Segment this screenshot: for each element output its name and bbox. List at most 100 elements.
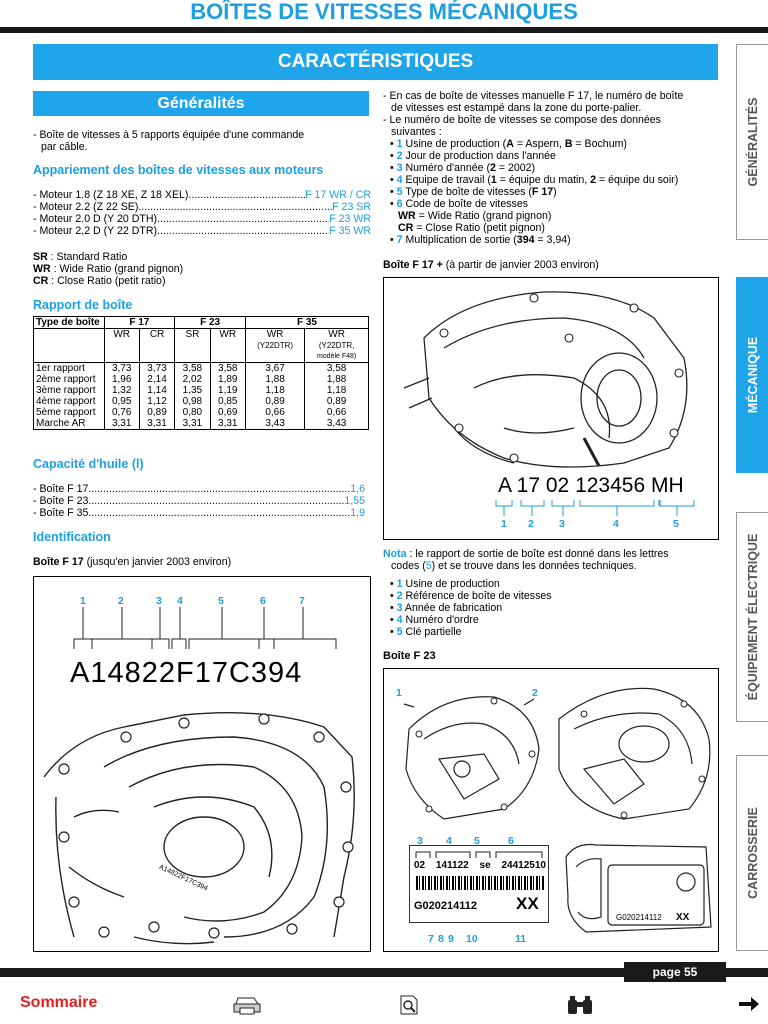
table-cell: 1,88 xyxy=(244,374,305,385)
nota-line: Nota : le rapport de sortie de boîte est… xyxy=(383,548,719,560)
item-bold: 1 xyxy=(490,174,497,186)
binoculars-icon[interactable] xyxy=(565,994,595,1019)
moteur-row: - Moteur 1.8 (Z 18 XE, Z 18 XEL) .......… xyxy=(33,189,371,201)
table-cell: 3,31 xyxy=(138,418,175,429)
generalites-heading-text: Généralités xyxy=(157,95,245,112)
table-cell: 0,80 xyxy=(174,407,211,418)
nota-items: • 1 Usine de production • 2 Référence de… xyxy=(390,578,552,638)
print-icon[interactable] xyxy=(232,994,262,1019)
table-cell: 0,66 xyxy=(244,407,305,418)
identification-heading: Identification xyxy=(33,530,111,544)
table-cell: 3,43 xyxy=(244,418,305,429)
f23-figure: 1 2 3 4 5 6 xyxy=(383,668,719,952)
table-cell: 0,69 xyxy=(209,407,246,418)
item-text: = 3,94) xyxy=(534,234,571,246)
f17-callout-number: 2 xyxy=(118,595,124,607)
tab-generalites[interactable]: GÉNÉRALITÉS xyxy=(736,44,768,240)
table-cell: 1,89 xyxy=(209,374,246,385)
huile-value: 1,55 xyxy=(344,495,365,507)
nota-text: : le rapport de sortie de boîte est donn… xyxy=(406,548,669,560)
table-subheader-cell: WR (Y22DTR, modèle F48) xyxy=(304,328,368,363)
f23-heading: Boîte F 23 xyxy=(383,650,436,662)
moteur-value: F 23 WR xyxy=(329,213,371,225)
nota-line: codes (5) et se trouve dans les données … xyxy=(383,560,719,572)
item-bold: F 17 xyxy=(531,186,554,198)
table-cell: 1,14 xyxy=(138,385,175,396)
next-arrow-icon[interactable] xyxy=(737,994,761,1017)
tab-equipement-electrique[interactable]: ÉQUIPEMENT ÉLECTRIQUE xyxy=(736,512,768,722)
nota-block: Nota : le rapport de sortie de boîte est… xyxy=(383,548,719,572)
table-subheader-cell: WR xyxy=(209,328,246,363)
f17plus-caption-text: (à partir de janvier 2003 environ) xyxy=(442,259,599,271)
header-rule xyxy=(0,27,768,33)
f17-caption-bold: Boîte F 17 xyxy=(33,556,84,568)
nota-item-number: 2 xyxy=(396,590,403,602)
f17-callout-number: 6 xyxy=(260,595,266,607)
footer-nav: Sommaire xyxy=(0,986,768,1022)
barcode xyxy=(416,876,544,890)
table-cell: 1,35 xyxy=(174,385,211,396)
generalites-line-1: - Boîte de vitesses à 5 rapports équipée… xyxy=(33,129,305,141)
nota-item-text: Référence de boîte de vitesses xyxy=(402,590,552,602)
tab-generalites-label: GÉNÉRALITÉS xyxy=(745,97,760,187)
huile-label: - Boîte F 35 xyxy=(33,507,89,519)
sommaire-link[interactable]: Sommaire xyxy=(20,994,98,1011)
f23-label-number: 4 xyxy=(446,835,452,847)
legend-key: CR xyxy=(33,275,49,287)
code-item: • 2 Jour de production dans l'année xyxy=(390,150,556,162)
huile-value: 1,9 xyxy=(350,507,365,519)
huile-row: - Boîte F 35 ...........................… xyxy=(33,507,365,519)
nota-item: • 1 Usine de production xyxy=(390,578,500,590)
tab-carrosserie[interactable]: CARROSSERIE xyxy=(736,755,768,951)
item-text: Jour de production dans l'année xyxy=(402,150,556,162)
item-number: 1 xyxy=(396,138,403,150)
item-number: 2 xyxy=(396,150,403,162)
item-number: 5 xyxy=(396,186,403,198)
moteur-label: - Moteur 2.0 D (Y 20 DTH) xyxy=(33,213,158,225)
table-cell: 3,31 xyxy=(103,418,140,429)
table-cell: 3,31 xyxy=(174,418,211,429)
f23-label-top-row: 02 141122 se 24412510 xyxy=(414,860,546,871)
f17plus-gearbox-drawing xyxy=(403,291,688,468)
item-text: = 2002) xyxy=(495,162,536,174)
legend-key: SR xyxy=(33,251,48,263)
legend-text: : Wide Ratio (grand pignon) xyxy=(50,263,184,275)
rapport-table: Type de boîte F 17 F 23 F 35 WR CR SR WR… xyxy=(34,317,368,429)
subheader-main: WR xyxy=(328,329,345,340)
f17-caption-text: (jusqu'en janvier 2003 environ) xyxy=(83,556,232,568)
leader-dots: ........................................… xyxy=(88,483,351,495)
f23-id-label: 02 141122 se 24412510 G020214112 XX xyxy=(409,845,549,923)
f23-label-field: se xyxy=(479,860,491,871)
f17plus-callout-number: 4 xyxy=(613,518,619,530)
nota-item: • 2 Référence de boîte de vitesses xyxy=(390,590,552,602)
search-document-icon[interactable] xyxy=(398,994,422,1019)
huile-row: - Boîte F 23 ...........................… xyxy=(33,495,365,507)
table-cell: 0,85 xyxy=(209,396,246,407)
moteur-label: - Moteur 2.2 (Z 22 SE) xyxy=(33,201,139,213)
table-cell: 1,18 xyxy=(304,385,368,396)
tab-mecanique[interactable]: MÉCANIQUE xyxy=(736,277,768,473)
nota-text: codes ( xyxy=(391,560,426,572)
item-text: Code de boîte de vitesses xyxy=(402,198,529,210)
table-cell: 0,89 xyxy=(244,396,305,407)
ratio-legend: SR : Standard Ratio WR : Wide Ratio (gra… xyxy=(33,251,183,287)
nota-item-text: Usine de production xyxy=(402,578,500,590)
item-number: 6 xyxy=(396,198,403,210)
f23-label-number: 10 xyxy=(466,933,478,945)
table-cell: 3,73 xyxy=(138,362,175,374)
table-cell: 2,02 xyxy=(174,374,211,385)
generalites-line-2: par câble. xyxy=(41,141,88,153)
item-text: = équipe du soir) xyxy=(596,174,679,186)
section-banner: CARACTÉRISTIQUES xyxy=(33,44,718,80)
item-text: Equipe de travail ( xyxy=(402,174,491,186)
code-item: • 1 Usine de production (A = Aspern, B =… xyxy=(390,138,627,150)
f17plus-caption-bold: Boîte F 17 + xyxy=(383,259,443,271)
code-item: • 6 Code de boîte de vitesses xyxy=(390,198,529,210)
section-banner-text: CARACTÉRISTIQUES xyxy=(277,51,474,72)
f17-stamped-code: A14822F17C394 xyxy=(158,864,209,893)
